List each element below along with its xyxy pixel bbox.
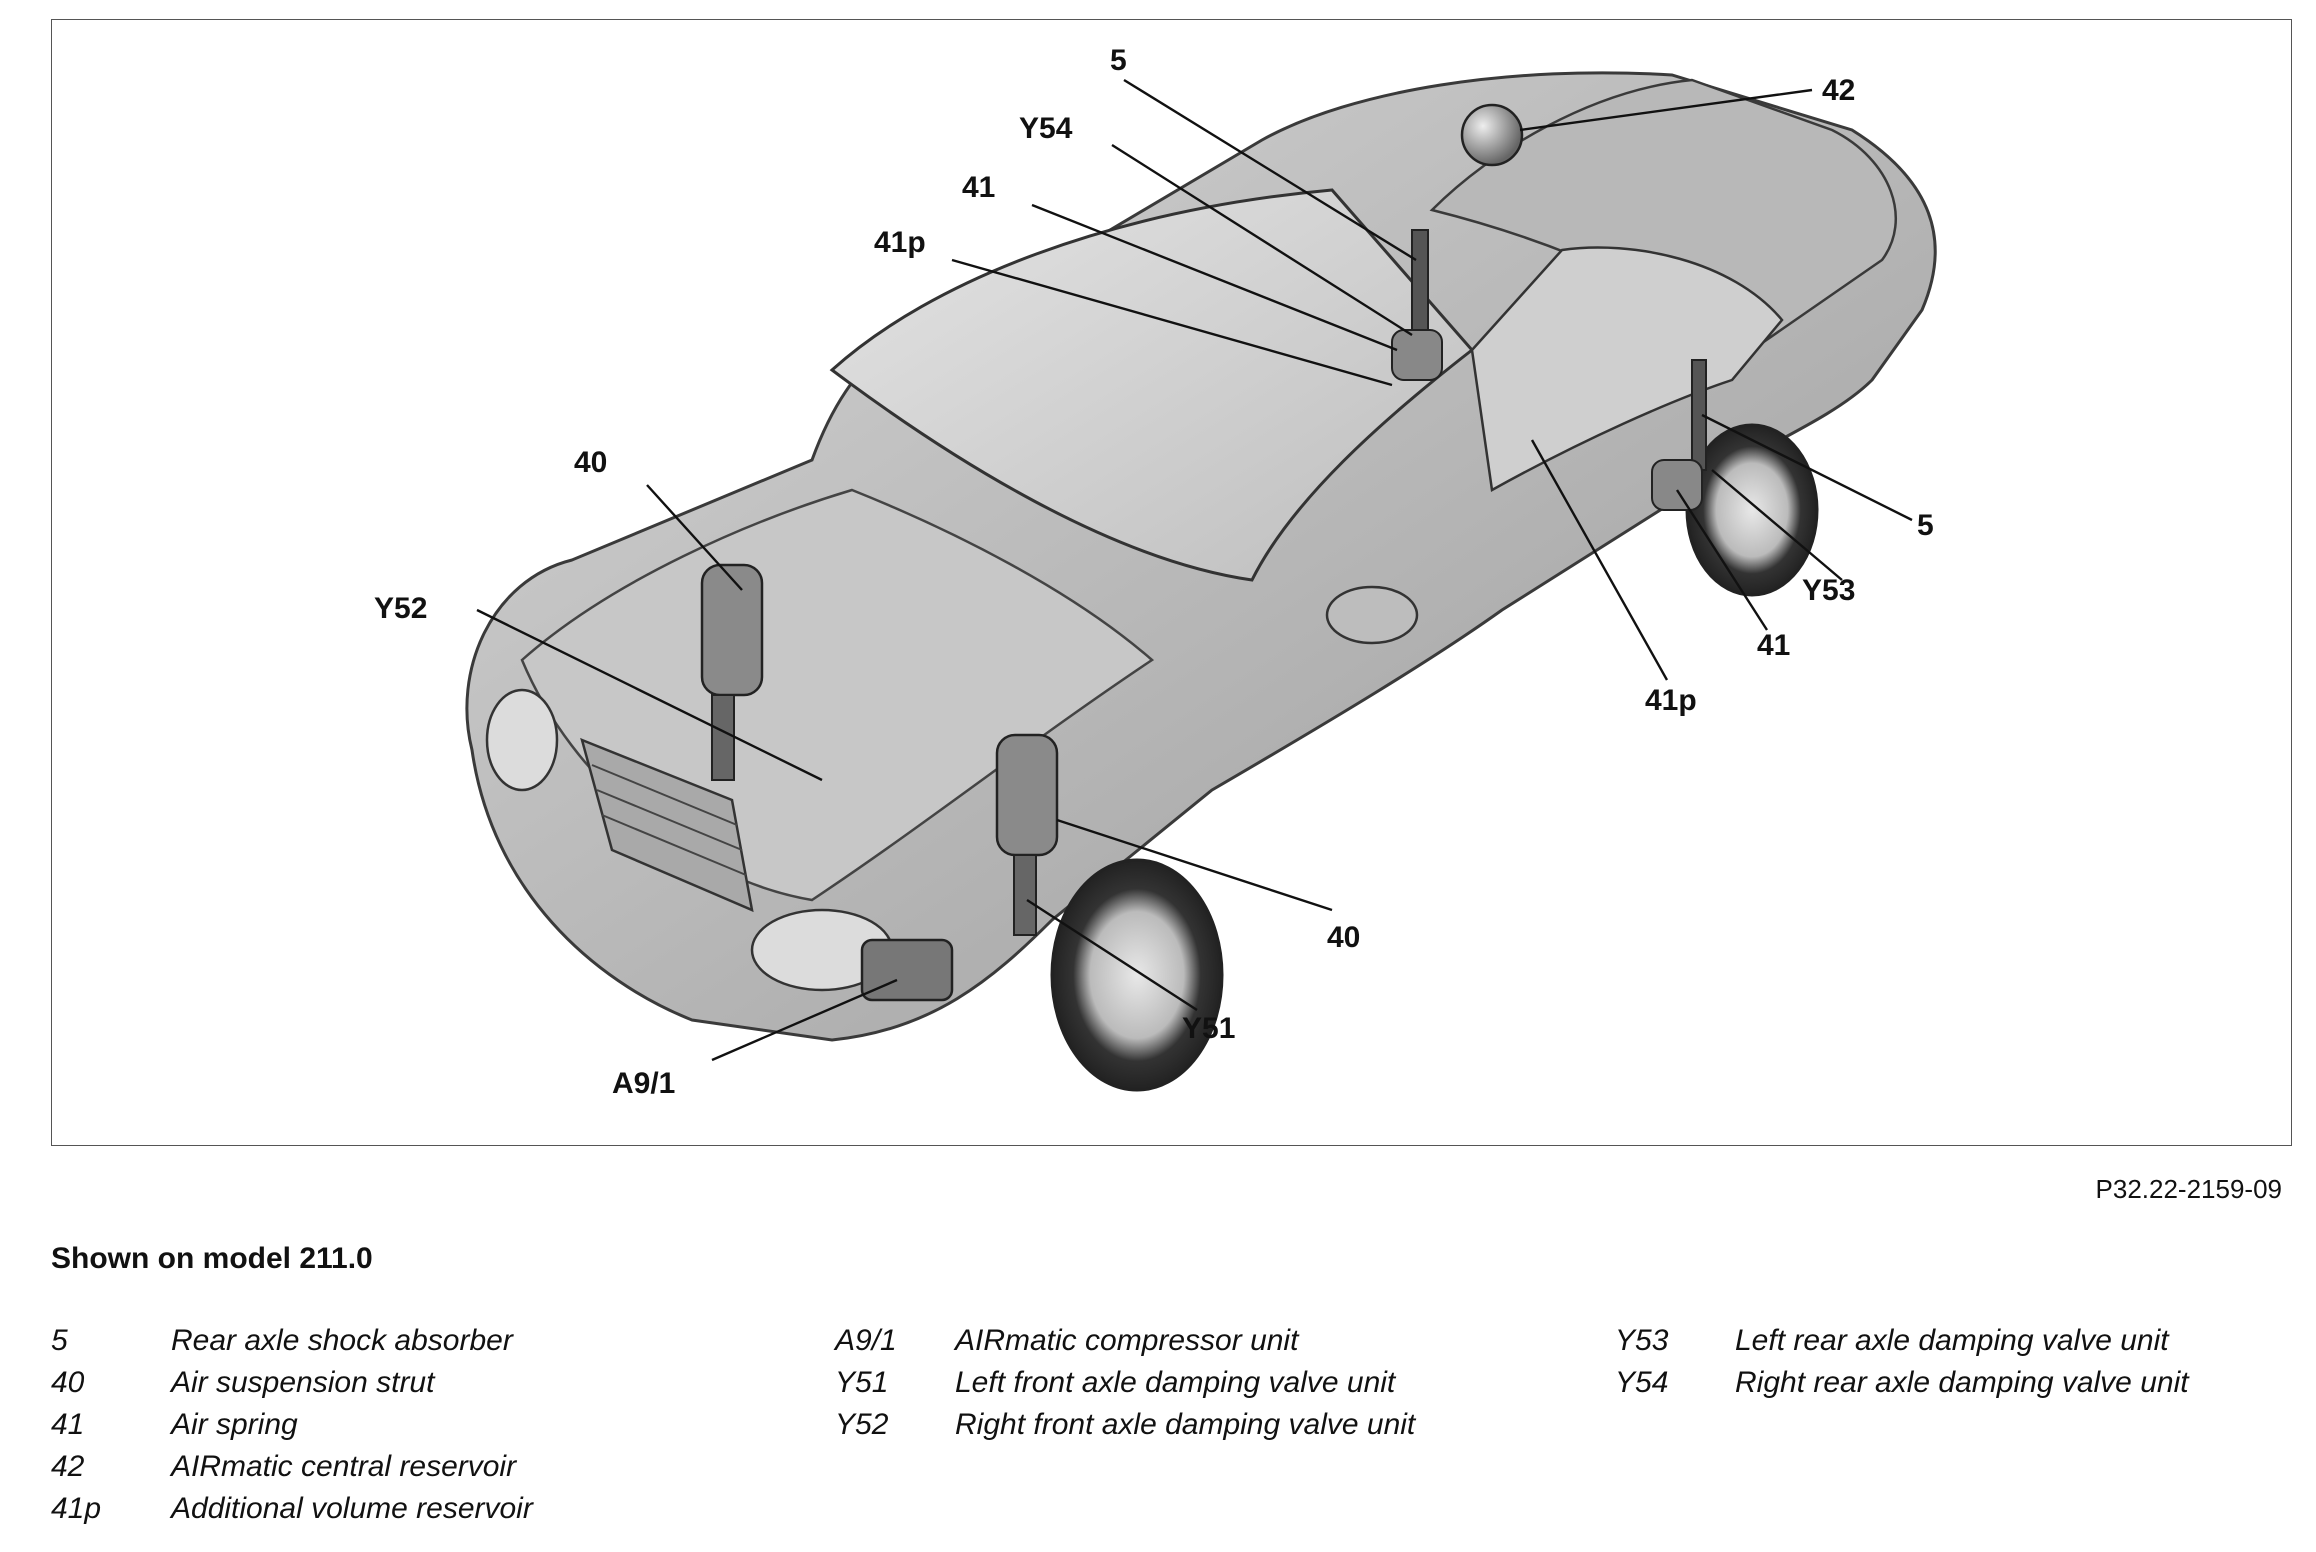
legend-code: 41p xyxy=(51,1492,102,1525)
callout-y53: Y53 xyxy=(1802,574,1855,607)
legend-row: A9/1 AIRmatic compressor unit xyxy=(835,1320,1415,1362)
suspension-components xyxy=(700,103,1707,1002)
legend-code: Y52 xyxy=(835,1408,889,1441)
legend-code: 5 xyxy=(51,1324,68,1357)
caption-model: Shown on model 211.0 xyxy=(51,1242,373,1275)
callout-y51: Y51 xyxy=(1182,1012,1235,1045)
legend-code: 41 xyxy=(51,1408,85,1441)
legend-code: 42 xyxy=(51,1450,85,1483)
legend-row: 40 Air suspension strut xyxy=(51,1362,533,1404)
legend-column-3: Y53 Left rear axle damping valve unit Y5… xyxy=(1615,1320,2189,1404)
callout-41p-right: 41p xyxy=(1645,684,1697,717)
legend-row: 41 Air spring xyxy=(51,1404,533,1446)
legend-code: A9/1 xyxy=(835,1324,897,1357)
callout-y52: Y52 xyxy=(374,592,427,625)
legend-row: Y54 Right rear axle damping valve unit xyxy=(1615,1362,2189,1404)
legend-label: AIRmatic central reservoir xyxy=(171,1450,517,1483)
legend-label: AIRmatic compressor unit xyxy=(955,1324,1299,1357)
legend-label: Air spring xyxy=(171,1408,298,1441)
legend-label: Additional volume reservoir xyxy=(171,1492,533,1525)
callout-41-top: 41 xyxy=(962,171,995,204)
legend-row: Y51 Left front axle damping valve unit xyxy=(835,1362,1415,1404)
leader-lines xyxy=(476,78,1913,1062)
diagram-frame: 5 42 Y54 41 41p 40 Y52 5 Y53 41 41p 40 Y… xyxy=(51,19,2292,1146)
callout-40-left: 40 xyxy=(574,446,607,479)
legend-label: Left front axle damping valve unit xyxy=(955,1366,1396,1399)
legend-column-2: A9/1 AIRmatic compressor unit Y51 Left f… xyxy=(835,1320,1415,1446)
callout-y54: Y54 xyxy=(1019,112,1073,145)
callout-41-right: 41 xyxy=(1757,629,1790,662)
legend-label: Air suspension strut xyxy=(171,1366,435,1399)
legend-row: 5 Rear axle shock absorber xyxy=(51,1320,533,1362)
legend-label: Rear axle shock absorber xyxy=(171,1324,513,1357)
legend-code: 40 xyxy=(51,1366,85,1399)
car-suspension-illustration: 5 42 Y54 41 41p 40 Y52 5 Y53 41 41p 40 Y… xyxy=(374,44,1937,1100)
callout-5-right: 5 xyxy=(1917,509,1934,542)
callout-5-top: 5 xyxy=(1110,44,1127,77)
legend-column-1: 5 Rear axle shock absorber 40 Air suspen… xyxy=(51,1320,533,1530)
callout-40-right: 40 xyxy=(1327,921,1360,954)
callout-a9-1: A9/1 xyxy=(612,1067,675,1100)
callout-42: 42 xyxy=(1822,74,1855,107)
legend-row: Y53 Left rear axle damping valve unit xyxy=(1615,1320,2189,1362)
legend-row: Y52 Right front axle damping valve unit xyxy=(835,1404,1415,1446)
legend-label: Left rear axle damping valve unit xyxy=(1735,1324,2169,1357)
legend-label: Right front axle damping valve unit xyxy=(955,1408,1416,1441)
legend-row: 41p Additional volume reservoir xyxy=(51,1488,533,1530)
legend-label: Right rear axle damping valve unit xyxy=(1735,1366,2189,1399)
car-body xyxy=(465,71,1937,1092)
legend-code: Y54 xyxy=(1615,1366,1669,1399)
legend-row: 42 AIRmatic central reservoir xyxy=(51,1446,533,1488)
front-grille xyxy=(580,737,754,913)
callout-41p-top: 41p xyxy=(874,226,926,259)
callout-labels: 5 42 Y54 41 41p 40 Y52 5 Y53 41 41p 40 Y… xyxy=(374,44,1934,1100)
legend-code: Y53 xyxy=(1615,1324,1669,1357)
front-left-wheel xyxy=(1050,858,1224,1092)
figure-code: P32.22-2159-09 xyxy=(2095,1174,2282,1204)
legend-code: Y51 xyxy=(835,1366,889,1399)
